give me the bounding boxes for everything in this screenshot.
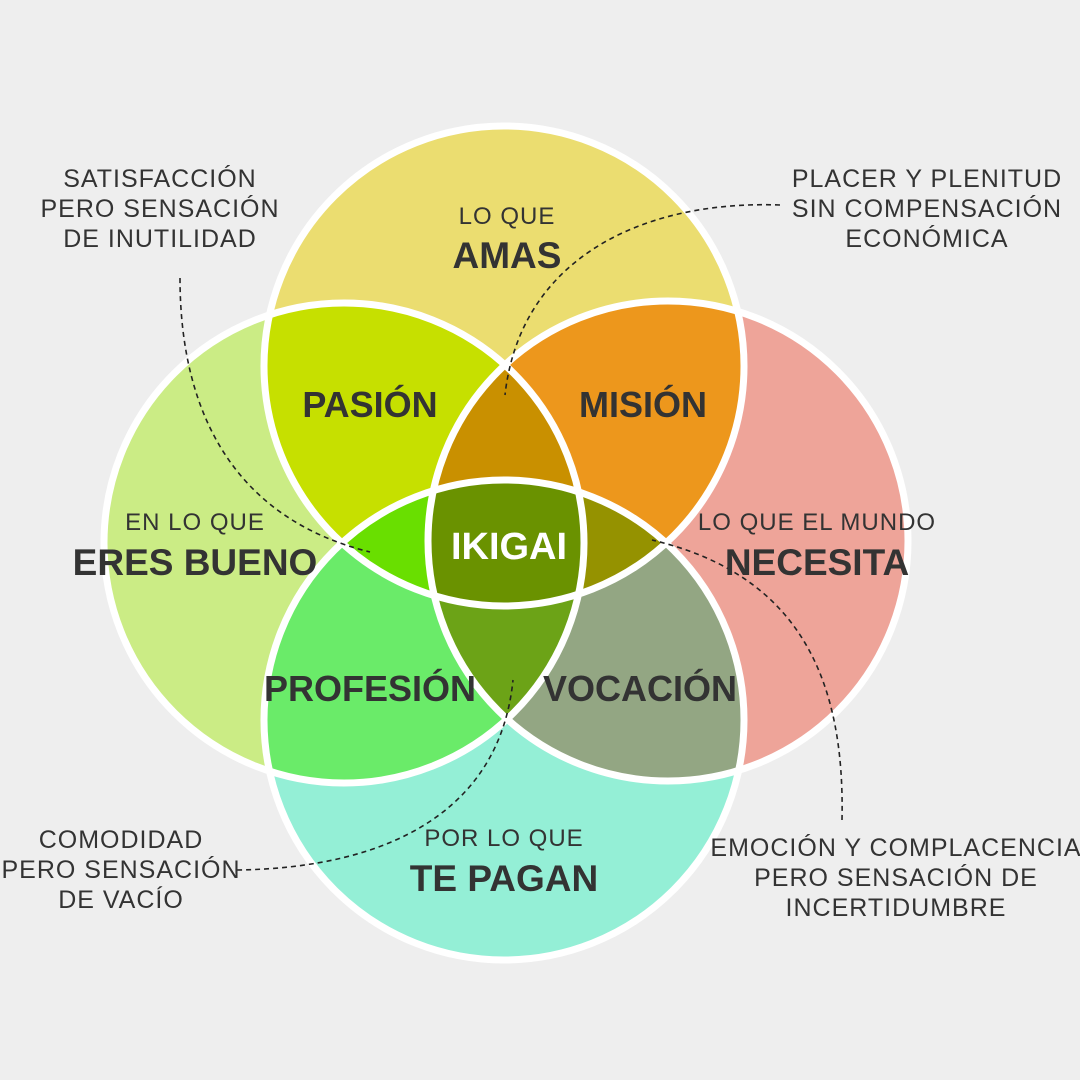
connector-top-left — [179, 277, 371, 553]
connector-bottom-right — [651, 539, 843, 821]
good-label-bold: ERES BUENO — [73, 542, 318, 583]
connector-bottom-left — [236, 679, 514, 871]
outline-loves — [260, 122, 748, 610]
vocacion-label: VOCACIÓN — [543, 667, 737, 709]
note-bottom-left-line-2: PERO SENSACIÓN — [1, 855, 240, 884]
note-top-right-line-3: ECONÓMICA — [845, 224, 1008, 253]
note-top-left-line-3: DE INUTILIDAD — [63, 225, 257, 253]
note-bottom-right-line-3: INCERTIDUMBRE — [786, 894, 1007, 922]
good-label-light: EN LO QUE — [125, 509, 265, 536]
outline-world-needs — [424, 297, 912, 785]
note-bottom-left-line-1: COMODIDAD — [39, 826, 204, 854]
ikigai-label: IKIGAI — [451, 526, 567, 568]
paid-label-light: POR LO QUE — [424, 825, 583, 852]
note-top-left-line-2: PERO SENSACIÓN — [40, 194, 279, 223]
outline-good-at — [100, 299, 588, 787]
note-bottom-left-line-3: DE VACÍO — [58, 885, 184, 914]
loves-label-bold: AMAS — [453, 235, 562, 276]
mision-label: MISIÓN — [579, 383, 707, 425]
note-top-left-line-1: SATISFACCIÓN — [63, 164, 257, 193]
note-top-right-line-1: PLACER Y PLENITUD — [792, 165, 1062, 193]
profesion-label: PROFESIÓN — [264, 667, 476, 709]
note-bottom-right-line-1: EMOCIÓN Y COMPLACENCIA — [710, 833, 1080, 862]
note-bottom-right-line-2: PERO SENSACIÓN DE — [754, 863, 1038, 892]
paid-label-bold: TE PAGAN — [410, 858, 598, 899]
connector-top-right — [504, 203, 781, 396]
outline-paid-for — [260, 476, 748, 964]
note-top-right-line-2: SIN COMPENSACIÓN — [792, 194, 1062, 223]
pasion-label: PASIÓN — [302, 383, 437, 425]
needs-label-light: LO QUE EL MUNDO — [698, 509, 936, 536]
needs-label-bold: NECESITA — [725, 542, 909, 583]
loves-label-light: LO QUE — [459, 203, 556, 230]
